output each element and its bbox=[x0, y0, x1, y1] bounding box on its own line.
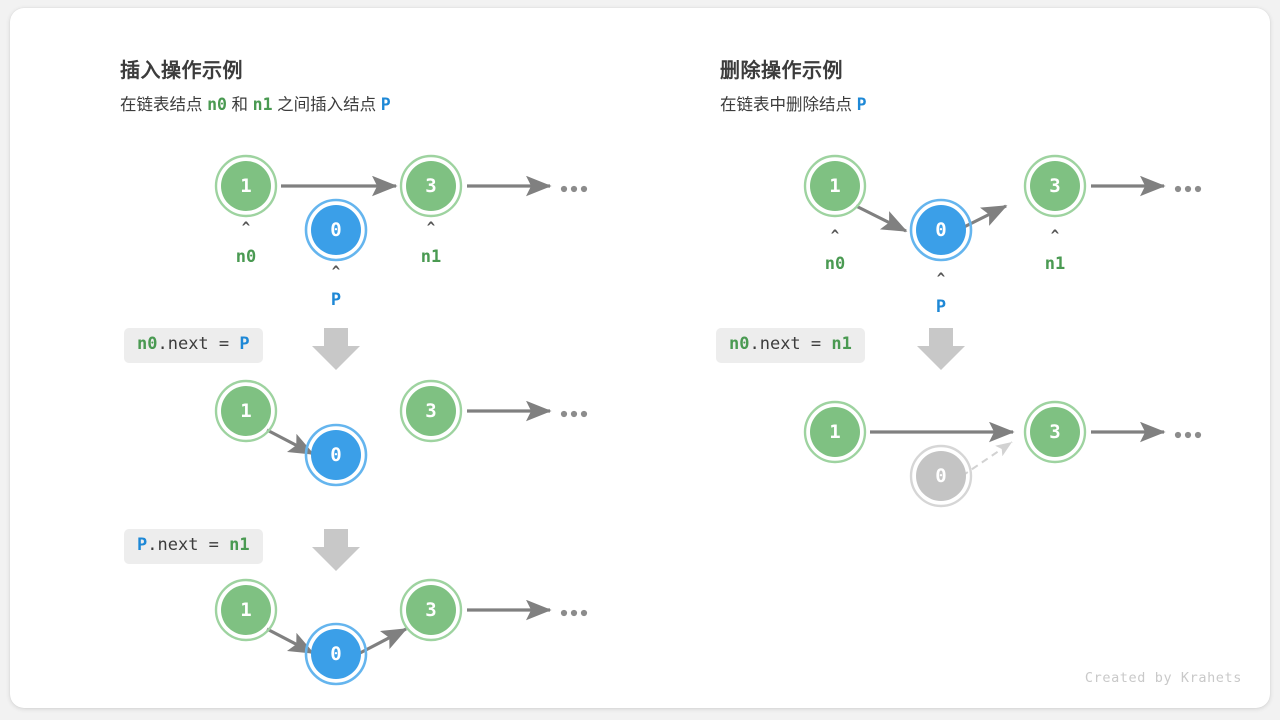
arrow-deleted-node-dashed bbox=[961, 441, 1013, 477]
identifier-run: n1 bbox=[831, 334, 852, 354]
identifier-run: n0 bbox=[137, 334, 158, 354]
node-value: 0 bbox=[330, 444, 341, 466]
node-p: 0 bbox=[304, 198, 368, 262]
pointer-label-n1: n1 bbox=[421, 247, 441, 267]
ellipsis-dots bbox=[560, 609, 588, 617]
node-deleted: 0 bbox=[909, 444, 973, 508]
node-value: 1 bbox=[240, 175, 251, 197]
caret-icon: ^ bbox=[332, 264, 341, 280]
node-n0: 1 bbox=[803, 400, 867, 464]
node-value: 3 bbox=[425, 599, 436, 621]
text-run: 之间插入结点 bbox=[272, 96, 381, 114]
identifier-run: P bbox=[239, 334, 250, 354]
caret-icon: ^ bbox=[1051, 228, 1060, 244]
node-value: 1 bbox=[829, 175, 840, 197]
node-value: 0 bbox=[935, 465, 946, 487]
ellipsis-dots bbox=[1174, 185, 1202, 193]
caret-icon: ^ bbox=[242, 220, 251, 236]
identifier-run: n1 bbox=[229, 535, 250, 555]
left-diagram: 1 0 3 ^ n0 ^ bbox=[214, 154, 588, 686]
node-n0: 1 bbox=[214, 379, 278, 443]
left-panel-subtitle: 在链表结点 n0 和 n1 之间插入结点 P bbox=[120, 91, 391, 115]
ellipsis-dots bbox=[560, 185, 588, 193]
step-arrow-down-2 bbox=[312, 529, 360, 571]
node-value: 1 bbox=[240, 599, 251, 621]
node-n0: 1 bbox=[803, 154, 867, 218]
node-value: 0 bbox=[330, 219, 341, 241]
node-n0: 1 bbox=[214, 154, 278, 218]
pointer-label-n0: n0 bbox=[236, 247, 256, 267]
node-value: 3 bbox=[425, 400, 436, 422]
pointer-label-p: P bbox=[331, 290, 341, 310]
node-p: 0 bbox=[909, 198, 973, 262]
caret-icon: ^ bbox=[937, 271, 946, 287]
node-n1: 3 bbox=[399, 379, 463, 443]
code-label-p-next-n1: P.next = n1 bbox=[124, 529, 263, 564]
text-run: .next = bbox=[749, 334, 832, 354]
right-panel-subtitle: 在链表中删除结点 P bbox=[720, 91, 867, 115]
node-n1: 3 bbox=[1023, 400, 1087, 464]
node-n1: 3 bbox=[399, 578, 463, 642]
text-run: 在链表中删除结点 bbox=[720, 96, 857, 114]
node-n0: 1 bbox=[214, 578, 278, 642]
text-run: 在链表结点 bbox=[120, 96, 208, 114]
node-n1: 3 bbox=[399, 154, 463, 218]
credit-text: Created by Krahets bbox=[1084, 670, 1242, 686]
node-n1: 3 bbox=[1023, 154, 1087, 218]
left-panel-title: 插入操作示例 bbox=[120, 60, 243, 82]
node-value: 3 bbox=[1049, 175, 1060, 197]
pointer-label-n1: n1 bbox=[1045, 254, 1065, 274]
code-label-n0-next-p: n0.next = P bbox=[124, 328, 263, 363]
node-value: 1 bbox=[829, 421, 840, 443]
node-value: 1 bbox=[240, 400, 251, 422]
diagram-card: 插入操作示例 在链表结点 n0 和 n1 之间插入结点 P n0.next = … bbox=[10, 8, 1270, 708]
code-label-n0-next-n1: n0.next = n1 bbox=[716, 328, 865, 363]
ellipsis-dots bbox=[1174, 431, 1202, 439]
step-arrow-down-1 bbox=[917, 328, 965, 370]
identifier-run: P bbox=[137, 535, 148, 555]
right-diagram: 1 0 3 ^ n0 ^ bbox=[803, 154, 1202, 508]
node-p: 0 bbox=[304, 622, 368, 686]
caret-icon: ^ bbox=[427, 220, 436, 236]
pointer-label-p: P bbox=[936, 297, 946, 317]
text-run: 和 bbox=[226, 96, 253, 114]
left-row-initial: 1 0 3 ^ n0 ^ bbox=[214, 154, 588, 310]
step-arrow-down-1 bbox=[312, 328, 360, 370]
node-value: 3 bbox=[425, 175, 436, 197]
identifier-run: n0 bbox=[207, 95, 227, 114]
ellipsis-dots bbox=[560, 410, 588, 418]
identifier-run: n1 bbox=[252, 95, 273, 114]
node-value: 0 bbox=[935, 219, 946, 241]
node-value: 0 bbox=[330, 643, 341, 665]
caret-icon: ^ bbox=[831, 228, 840, 244]
identifier-run: n0 bbox=[729, 334, 750, 354]
left-row-after-insert-first: 1 0 3 bbox=[214, 379, 588, 487]
arrow-p-to-n1 bbox=[359, 627, 408, 655]
text-run: .next = bbox=[147, 535, 230, 555]
node-p: 0 bbox=[304, 423, 368, 487]
identifier-run: P bbox=[856, 95, 867, 114]
right-row-after-delete: 1 0 3 bbox=[803, 400, 1202, 508]
pointer-label-n0: n0 bbox=[825, 254, 845, 274]
left-row-after-insert-final: 1 0 3 bbox=[214, 578, 588, 686]
node-value: 3 bbox=[1049, 421, 1060, 443]
identifier-run: P bbox=[380, 95, 391, 114]
right-row-initial: 1 0 3 ^ n0 ^ bbox=[803, 154, 1202, 317]
right-panel-title: 删除操作示例 bbox=[720, 60, 843, 82]
arrow-n0-to-p bbox=[855, 204, 908, 233]
text-run: .next = bbox=[157, 334, 240, 354]
